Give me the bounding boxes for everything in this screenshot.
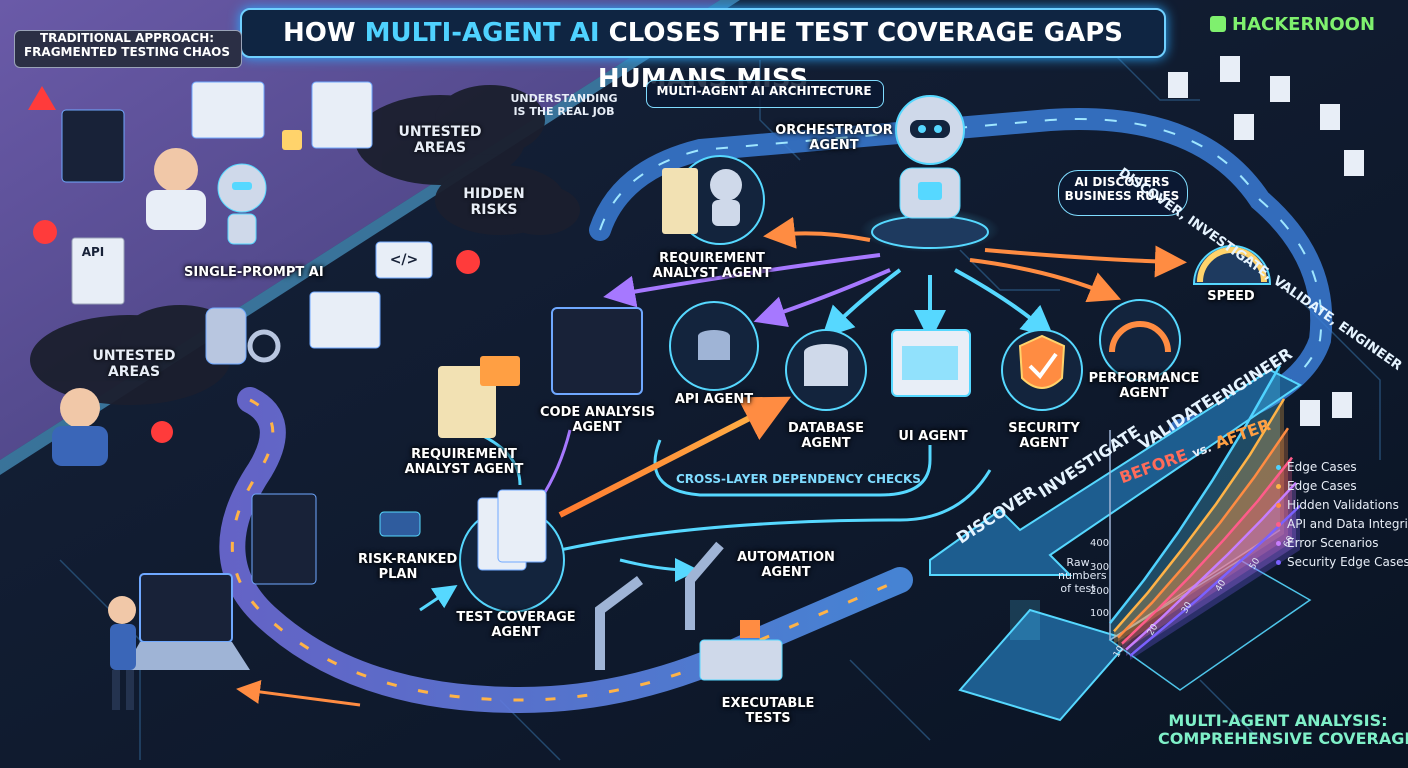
architecture-label-box [646,80,884,108]
legend-label: Error Scenarios [1287,536,1379,550]
ytick-200: 200 [1090,586,1110,597]
api-agent-label: API AGENT [674,392,754,407]
legend-label: Security Edge Cases [1287,555,1408,569]
brand-logo: HACKERNOON [1210,14,1375,35]
legend-label: Edge Cases [1287,460,1357,474]
chart-line-1 [1113,398,1286,633]
traditional-title-line2: FRAGMENTED TESTING CHAOS [23,44,230,59]
traditional-icons [28,81,480,466]
legend-label: Hidden Validations [1287,498,1399,512]
page-title: HOW MULTI-AGENT AI CLOSES THE TEST COVER… [242,10,1164,94]
legend-swatch [1276,465,1281,470]
ytick-100: 100 [1090,608,1110,619]
ai-discovers-box [1058,170,1188,216]
chart-floor [1108,559,1312,691]
hackernoon-icon [1210,16,1226,32]
risk-arrow [558,396,792,518]
legend-item: Hidden Validations [1276,498,1399,512]
process-band [929,368,1302,576]
ytick-400: 400 [1090,538,1110,549]
api-doc-label: API [81,245,105,259]
developer [108,493,317,710]
orchestrator-robot [860,95,1000,252]
db-link [559,469,992,552]
footer-line2: COMPREHENSIVE COVERAGE [1158,729,1408,749]
legend-item: Security Edge Cases [1276,555,1408,569]
ytick-300: 300 [1090,562,1110,573]
agent-icons [379,155,1272,681]
footer-line1: MULTI-AGENT ANALYSIS: [1168,711,1388,730]
chart-series-group [1109,364,1301,660]
pipeline-top-packets [599,118,1323,431]
flying-docs [1168,56,1364,426]
ui-agent-label: UI AGENT [898,429,968,444]
chart-line-3 [1121,456,1293,645]
return-arrow [236,680,361,707]
legend-swatch [1276,541,1281,546]
legend-swatch [1276,560,1281,565]
legend-item: API and Data Integrity [1276,517,1408,531]
legend-item: Edge Cases [1276,479,1357,493]
plan-arrow [419,585,458,612]
pipeline-road-bottom [219,387,913,714]
clouds [30,85,580,405]
cross-layer-label: CROSS-LAYER DEPENDENCY CHECKS [676,472,921,486]
chart-area-0 [1110,365,1280,640]
legend-swatch [1276,503,1281,508]
title-pre: HOW [283,18,365,48]
chart-line-4 [1125,481,1297,651]
traditional-title: TRADITIONAL APPROACH: FRAGMENTED TESTING… [14,31,240,60]
legend-label: API and Data Integrity [1287,517,1408,531]
traditional-title-line1: TRADITIONAL APPROACH: [39,31,215,45]
chart-line-2 [1117,427,1290,639]
legend-swatch [1276,522,1281,527]
legend-item: Error Scenarios [1276,536,1378,550]
automation-arrow [619,557,699,582]
speed-label: SPEED [1207,289,1255,304]
title-banner: HOW MULTI-AGENT AI CLOSES THE TEST COVER… [240,8,1166,94]
title-post: CLOSES THE TEST COVERAGE GAPS HUMANS MIS… [597,18,1123,94]
legend-label: Edge Cases [1287,479,1357,493]
chart-area-2 [1118,428,1288,648]
orchestrator-arrows [603,216,1187,342]
title-highlight: MULTI-AGENT AI [364,18,600,48]
single-prompt-label: SINGLE-PROMPT AI [184,265,324,280]
architecture-label: MULTI-AGENT AI ARCHITECTURE [656,84,872,98]
code-tag-label: </> [389,252,419,268]
chart-line-5 [1129,504,1301,657]
brand-text: HACKERNOON [1232,14,1376,35]
legend-item: Edge Cases [1276,460,1357,474]
chart-line-0 [1109,364,1282,624]
footer-caption: MULTI-AGENT ANALYSIS: COMPREHENSIVE COVE… [1158,711,1408,749]
traditional-header [14,30,242,68]
legend-swatch [1276,484,1281,489]
